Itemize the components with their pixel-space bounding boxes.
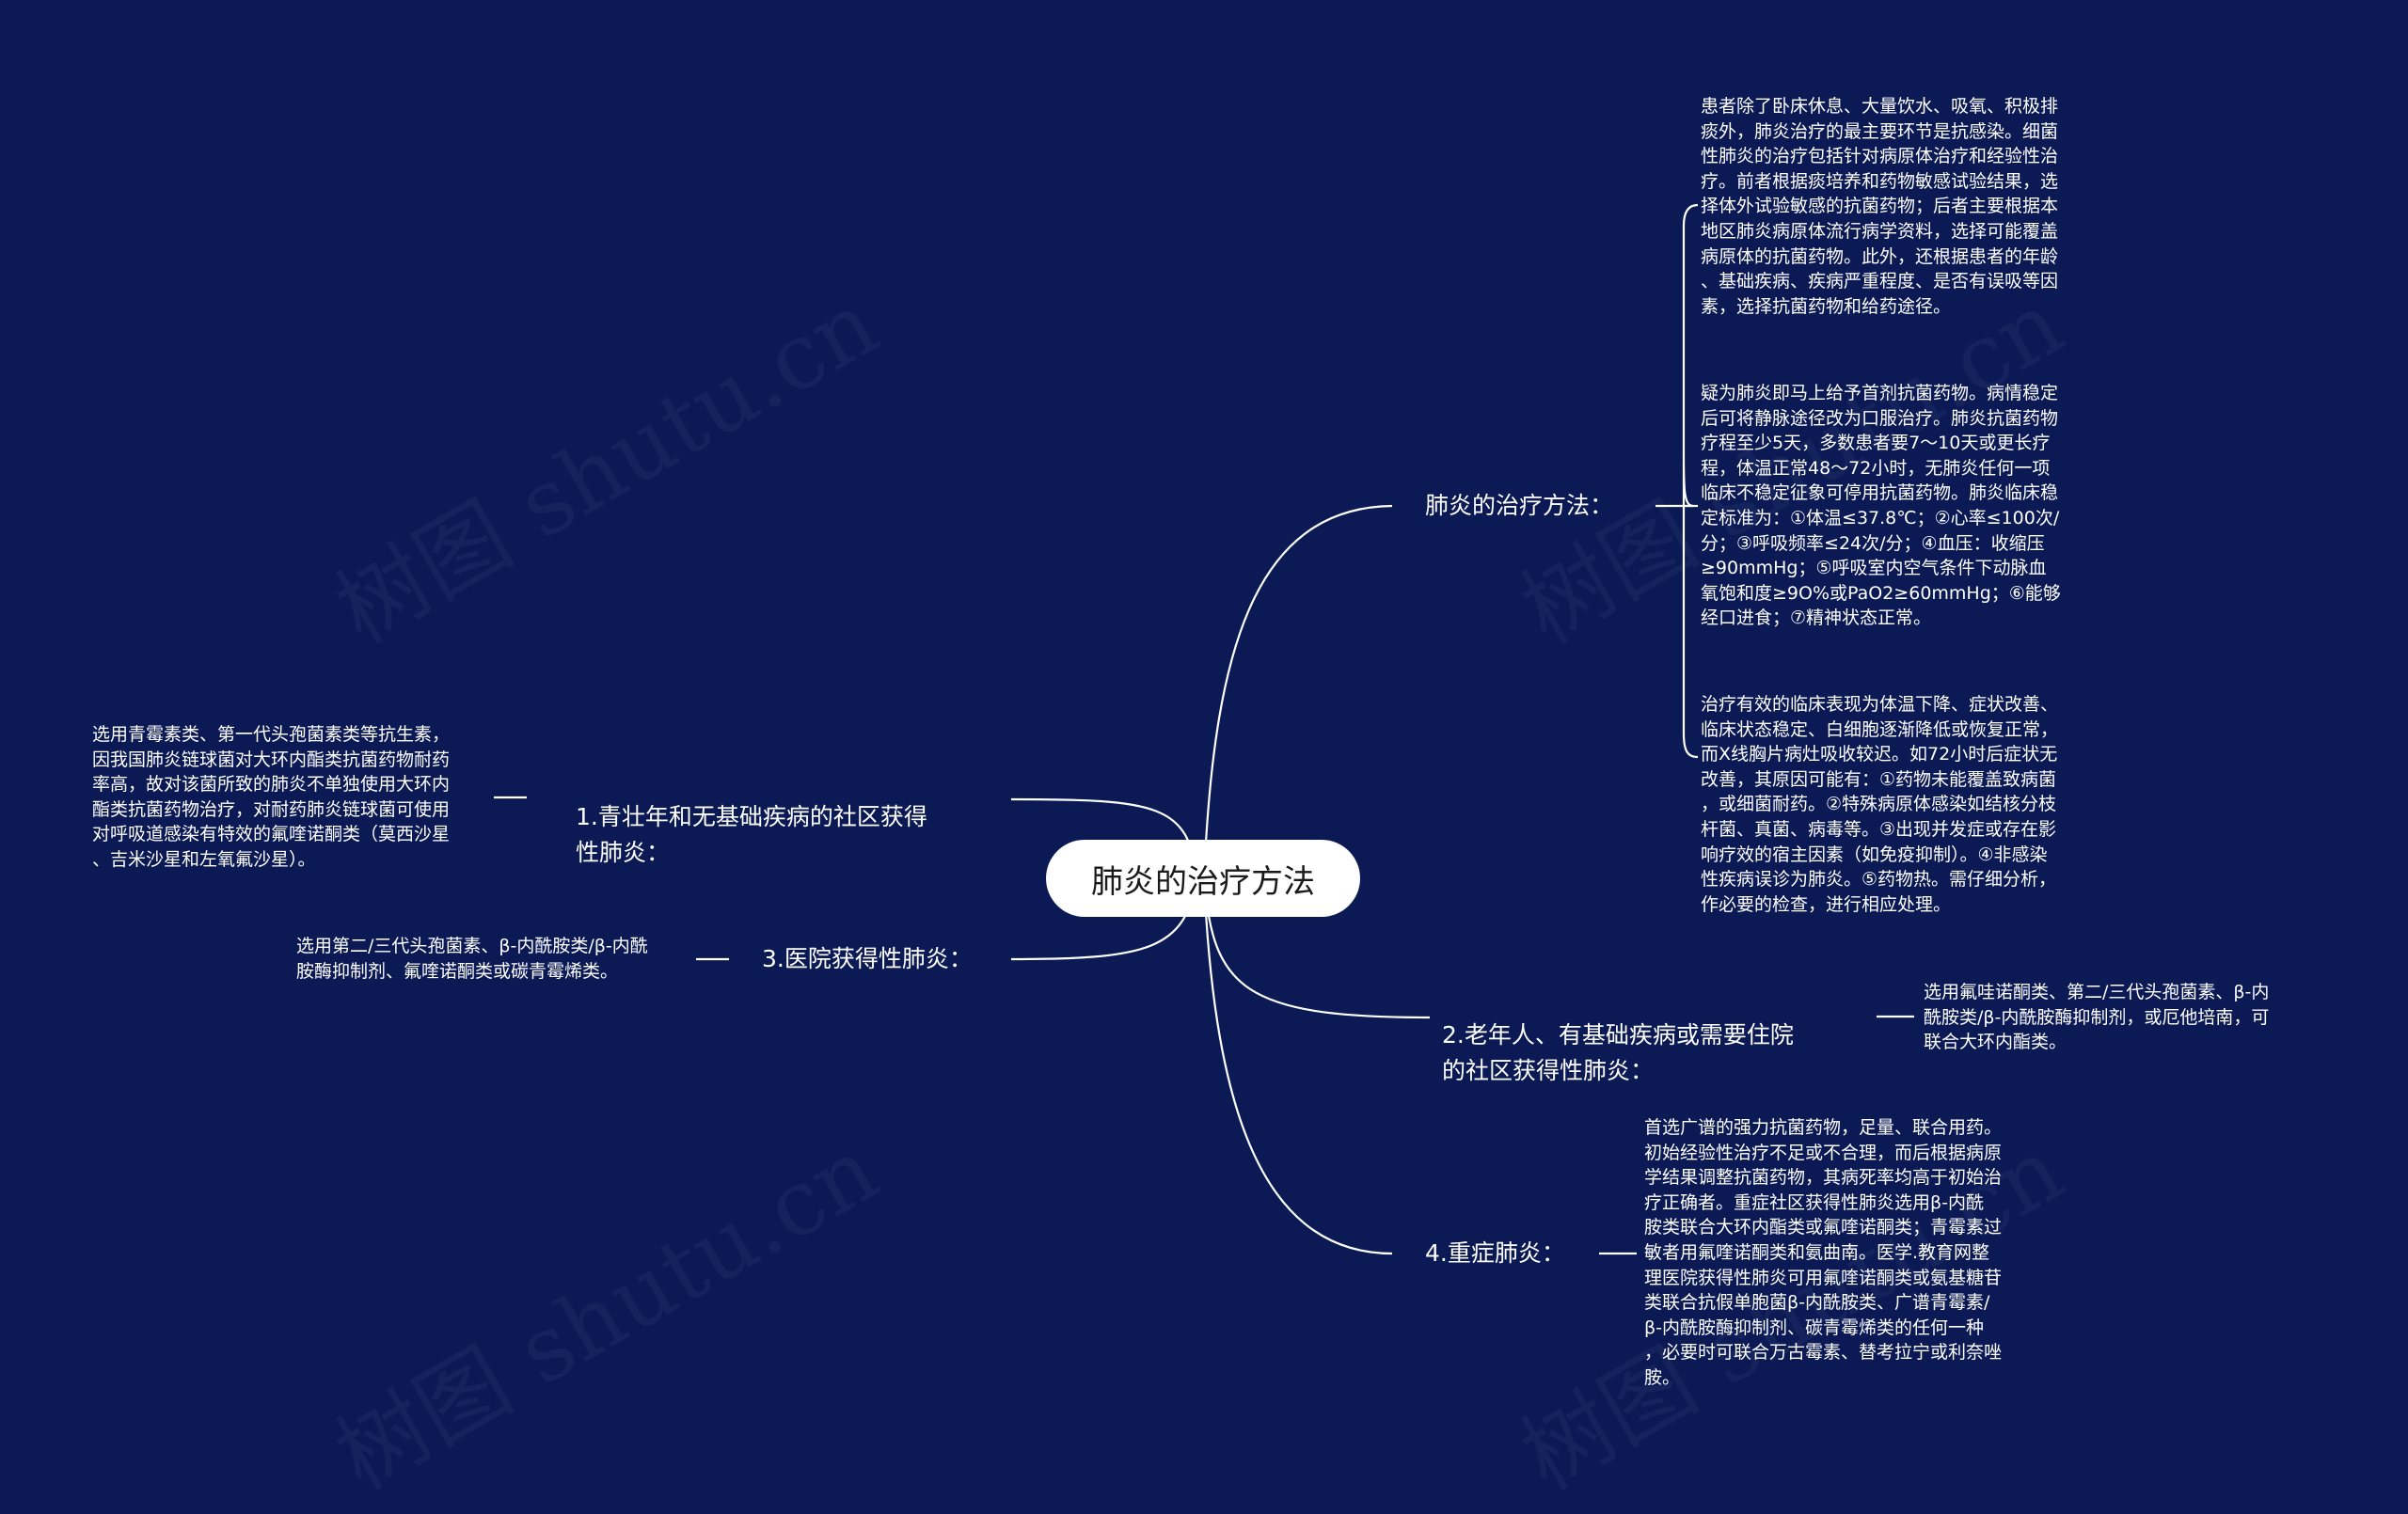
branch-treatment[interactable]: 肺炎的治疗方法： <box>1425 488 1613 524</box>
treatment-bracket <box>1682 203 1699 759</box>
root-node[interactable]: 肺炎的治疗方法 <box>1046 840 1360 917</box>
root-label: 肺炎的治疗方法 <box>1091 862 1315 901</box>
leaf-young: 选用青霉素类、第一代头孢菌素类等抗生素， 因我国肺炎链球菌对大环内酯类抗菌药物耐… <box>92 724 451 870</box>
leaf-severe: 首选广谱的强力抗菌药物，足量、联合用药。 初始经验性治疗不足或不合理，而后根据病… <box>1644 1117 2003 1388</box>
leaf-treatment-1: 患者除了卧床休息、大量饮水、吸氧、积极排 痰外，肺炎治疗的最主要环节是抗感染。细… <box>1701 96 2059 317</box>
leaf-treatment-3: 治疗有效的临床表现为体温下降、症状改善、 临床状态稳定、白细胞逐渐降低或恢复正常… <box>1701 694 2059 915</box>
branch-elderly[interactable]: 2.老年人、有基础疾病或需要住院 的社区获得性肺炎： <box>1442 982 1794 1089</box>
connector-elderly <box>1202 878 1431 1019</box>
branch-severe[interactable]: 4.重症肺炎： <box>1425 1236 1565 1271</box>
branch-treatment-label: 肺炎的治疗方法： <box>1425 492 1614 519</box>
branch-young[interactable]: 1.青壮年和无基础疾病的社区获得 性肺炎： <box>576 764 927 871</box>
branch-hospital-label: 3.医院获得性肺炎： <box>762 945 973 972</box>
branch-young-label: 1.青壮年和无基础疾病的社区获得 性肺炎： <box>576 803 927 866</box>
leaf-elderly: 选用氟哇诺酮类、第二/三代头孢菌素、β-内 酰胺类/β-内酰胺酶抑制剂，或厄他培… <box>1924 982 2270 1053</box>
branch-severe-label: 4.重症肺炎： <box>1425 1239 1565 1267</box>
connector-severe <box>1202 878 1393 1255</box>
connector-treatment <box>1202 504 1393 880</box>
branch-hospital[interactable]: 3.医院获得性肺炎： <box>762 941 973 977</box>
leaf-hospital: 选用第二/三代头孢菌素、β-内酰胺类/β-内酰 胺酶抑制剂、氟喹诺酮类或碳青霉烯… <box>296 936 648 982</box>
leaf-treatment-2: 疑为肺炎即马上给予首剂抗菌药物。病情稳定 后可将静脉途径改为口服治疗。肺炎抗菌药… <box>1701 383 2061 629</box>
branch-elderly-label: 2.老年人、有基础疾病或需要住院 的社区获得性肺炎： <box>1442 1021 1794 1084</box>
